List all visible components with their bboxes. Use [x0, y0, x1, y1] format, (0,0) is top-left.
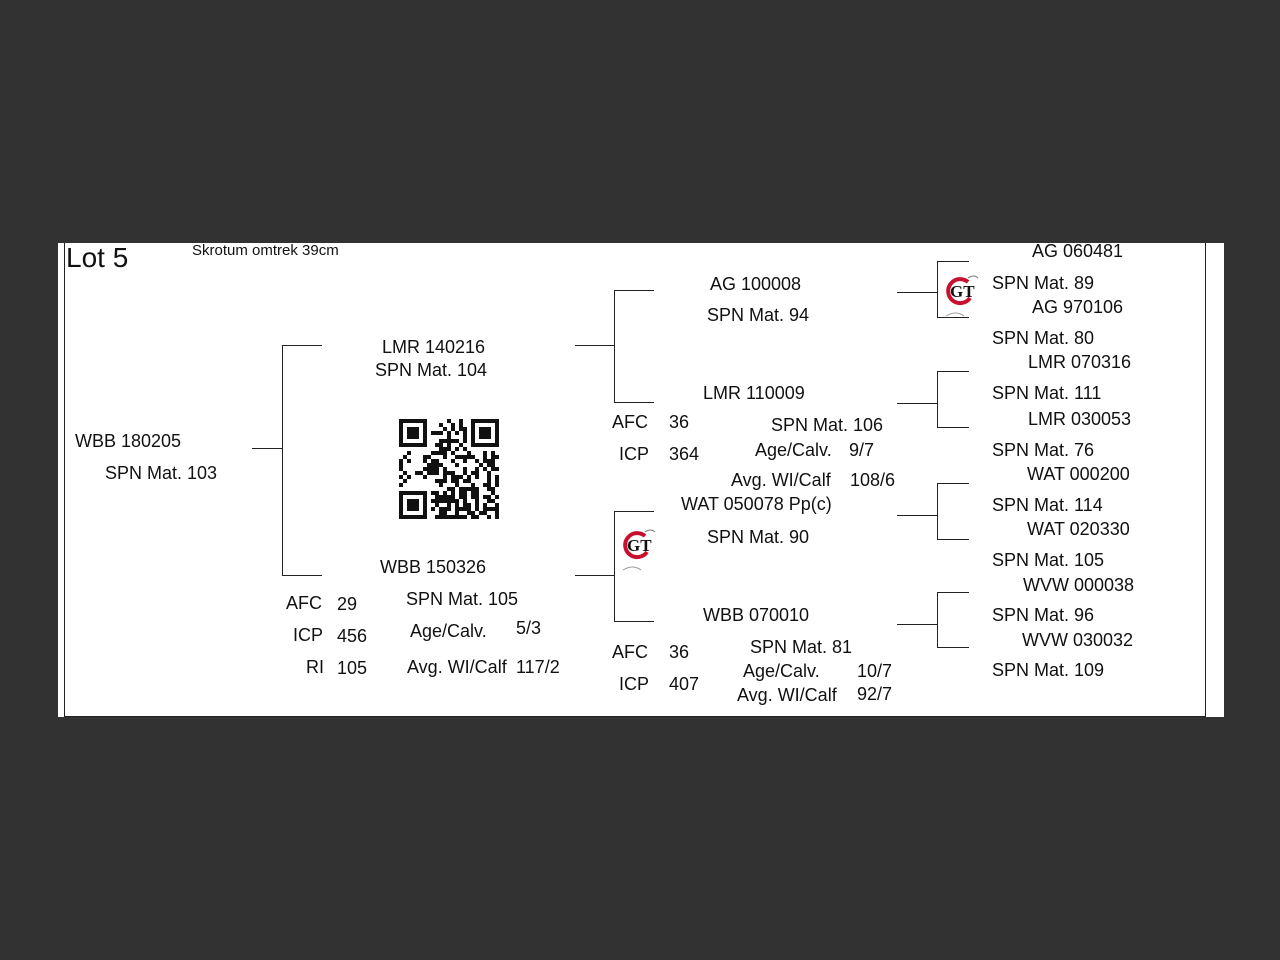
- dam-ri-value: 105: [337, 658, 368, 678]
- dam-spn: SPN Mat. 105: [406, 589, 519, 609]
- gt-logo-icon: GT: [622, 529, 656, 571]
- ggp-4-spn: SPN Mat. 76: [992, 440, 1095, 460]
- connector: [252, 448, 283, 449]
- dam-ri-label: RI: [306, 657, 324, 677]
- ggp-8-spn: SPN Mat. 109: [992, 660, 1105, 680]
- connector: [282, 345, 322, 346]
- sire-sire-spn: SPN Mat. 94: [707, 305, 810, 325]
- connector: [937, 483, 938, 539]
- connector: [614, 290, 615, 402]
- ggp-2-spn: SPN Mat. 80: [992, 328, 1095, 348]
- sire-spn: SPN Mat. 104: [375, 360, 488, 380]
- ggp-7-spn: SPN Mat. 96: [992, 605, 1095, 625]
- sire-dam-wi-value: 108/6: [850, 470, 896, 490]
- dam-wi-label: Avg. WI/Calf: [407, 657, 507, 677]
- sire-sire-id: AG 100008: [710, 274, 802, 294]
- dam-icp-value: 456: [337, 626, 368, 646]
- connector: [937, 539, 969, 540]
- dam-age-value: 5/3: [516, 618, 542, 638]
- sire-dam-afc-label: AFC: [612, 412, 648, 432]
- qr-code: [399, 419, 499, 519]
- connector: [937, 261, 938, 317]
- dam-dam-age-value: 10/7: [857, 661, 893, 681]
- connector: [614, 511, 654, 512]
- connector: [282, 575, 322, 576]
- ggp-8-id: WVW 030032: [1022, 630, 1134, 650]
- sire-id: LMR 140216: [382, 337, 486, 357]
- connector: [937, 483, 969, 484]
- right-border: [1205, 243, 1206, 717]
- connector: [575, 575, 614, 576]
- connector: [614, 290, 654, 291]
- dam-sire-spn: SPN Mat. 90: [707, 527, 810, 547]
- ggp-6-id: WAT 020330: [1027, 519, 1130, 539]
- connector: [937, 592, 938, 647]
- ggp-3-id: LMR 070316: [1028, 352, 1132, 372]
- svg-text:GT: GT: [627, 536, 652, 555]
- dam-dam-id: WBB 070010: [703, 605, 810, 625]
- connector: [937, 371, 938, 427]
- sire-dam-age-value: 9/7: [849, 440, 875, 460]
- ggp-7-id: WVW 000038: [1023, 575, 1135, 595]
- dam-icp-label: ICP: [293, 625, 324, 645]
- dam-dam-icp-label: ICP: [619, 674, 650, 694]
- sire-dam-wi-label: Avg. WI/Calf: [731, 470, 831, 490]
- pedigree-sheet: Lot 5 Skrotum omtrek 39cm WBB 180205 SPN…: [58, 243, 1224, 717]
- connector: [614, 511, 615, 621]
- svg-text:GT: GT: [950, 282, 975, 301]
- dam-age-label: Age/Calv.: [410, 621, 487, 641]
- subject-spn: SPN Mat. 103: [105, 463, 218, 483]
- dam-id: WBB 150326: [380, 557, 487, 577]
- sire-dam-afc-value: 36: [669, 412, 690, 432]
- sire-dam-id: LMR 110009: [703, 383, 805, 403]
- left-border: [64, 243, 65, 717]
- connector: [282, 345, 283, 575]
- connector: [937, 647, 969, 648]
- connector: [897, 403, 937, 404]
- sire-dam-icp-label: ICP: [619, 444, 650, 464]
- sire-dam-age-label: Age/Calv.: [755, 440, 832, 460]
- dam-dam-spn: SPN Mat. 81: [750, 637, 853, 657]
- ggp-6-spn: SPN Mat. 105: [992, 550, 1105, 570]
- subject-id: WBB 180205: [75, 431, 182, 451]
- dam-sire-id: WAT 050078 Pp(c): [681, 494, 832, 514]
- ggp-5-spn: SPN Mat. 114: [992, 495, 1103, 515]
- connector: [937, 317, 969, 318]
- lot-title: Lot 5: [66, 243, 129, 273]
- ggp-1-spn: SPN Mat. 89: [992, 273, 1095, 293]
- connector: [937, 427, 969, 428]
- gt-logo-icon: GT: [945, 275, 979, 317]
- dam-dam-wi-value: 92/7: [857, 684, 893, 704]
- connector: [897, 515, 937, 516]
- sire-dam-spn: SPN Mat. 106: [771, 415, 884, 435]
- connector: [937, 592, 969, 593]
- dam-afc-value: 29: [337, 594, 358, 614]
- dam-wi-value: 117/2: [516, 657, 560, 677]
- ggp-1-id: AG 060481: [1032, 243, 1124, 261]
- sire-dam-icp-value: 364: [669, 444, 700, 464]
- ggp-4-id: LMR 030053: [1028, 409, 1132, 429]
- connector: [897, 292, 937, 293]
- dam-dam-afc-value: 36: [669, 642, 690, 662]
- connector: [575, 345, 614, 346]
- connector: [897, 624, 937, 625]
- connector: [614, 621, 654, 622]
- ggp-3-spn: SPN Mat. 111: [992, 383, 1102, 403]
- connector: [614, 402, 654, 403]
- connector: [937, 371, 969, 372]
- ggp-2-id: AG 970106: [1032, 297, 1124, 317]
- dam-dam-icp-value: 407: [669, 674, 700, 694]
- dam-afc-label: AFC: [286, 593, 322, 613]
- ggp-5-id: WAT 000200: [1027, 464, 1130, 484]
- dam-dam-age-label: Age/Calv.: [743, 661, 820, 681]
- connector: [937, 261, 969, 262]
- dam-dam-wi-label: Avg. WI/Calf: [737, 685, 837, 705]
- dam-dam-afc-label: AFC: [612, 642, 648, 662]
- bottom-border: [64, 716, 1206, 717]
- scrotum-note: Skrotum omtrek 39cm: [192, 243, 339, 259]
